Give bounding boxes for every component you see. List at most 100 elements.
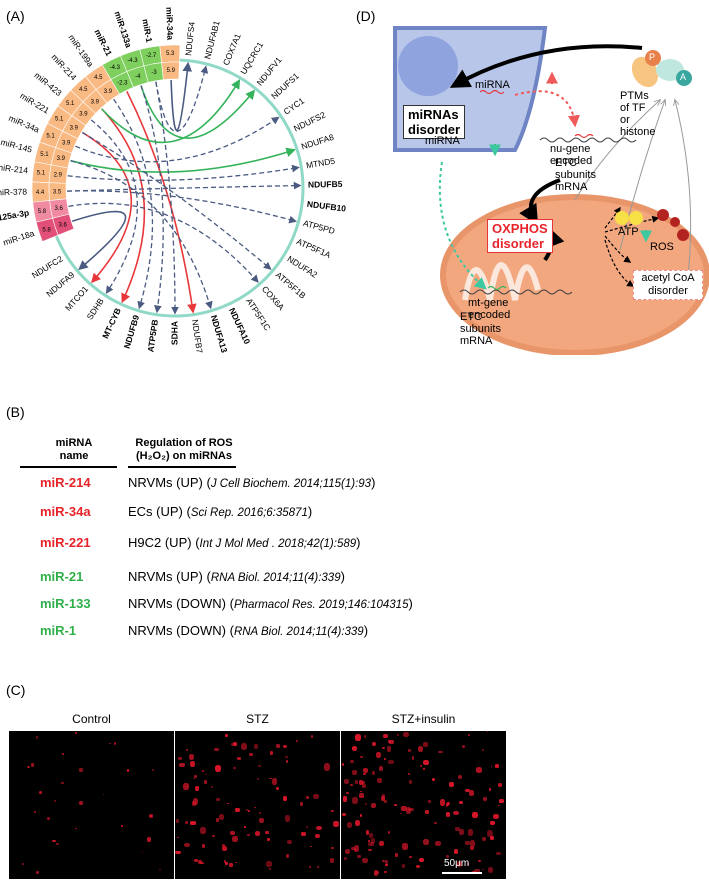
fluorescence-spot — [386, 746, 391, 752]
fluorescence-spot — [149, 814, 153, 817]
fluorescence-spot — [423, 759, 429, 766]
cell-value: -2.3 — [117, 80, 128, 86]
fluorescence-spot — [464, 841, 470, 845]
ptm-label: PTMs of TF or histone — [620, 90, 656, 138]
scale-bar-label: 50μm — [444, 858, 470, 869]
fluorescence-spot — [256, 777, 260, 781]
fluorescence-spot — [269, 777, 272, 780]
fluorescence-spot — [330, 809, 335, 813]
regulation-text: NRVMs (UP) — [128, 475, 203, 490]
chord-link — [70, 147, 296, 173]
fluorescence-spot — [467, 863, 470, 865]
ros-dot — [677, 229, 689, 241]
gene-label: NDUFS4 — [183, 21, 197, 56]
fluorescence-spot — [343, 796, 348, 802]
fluorescence-spot — [75, 732, 78, 734]
fluorescence-spot — [301, 832, 306, 836]
mirna-top-label: miRNA — [475, 79, 510, 91]
fluorescence-spot — [269, 867, 272, 871]
etc-label-1: ETC subunits mRNA — [555, 157, 596, 193]
fluorescence-spot — [372, 770, 375, 775]
nucleolus — [398, 36, 458, 96]
mirna-name: miR-21 — [40, 569, 84, 584]
mirna-label: miR-423 — [32, 70, 63, 98]
fluorescence-spot — [210, 786, 213, 789]
fluorescence-spot — [247, 809, 250, 812]
fluorescence-spot — [372, 741, 376, 747]
gene-label: ATP5F1A — [295, 236, 332, 260]
mirna-name: miR-214 — [40, 475, 91, 490]
regulation-cell: NRVMs (DOWN) (RNA Biol. 2014;11(4):339) — [128, 623, 369, 638]
fluorescence-spot — [52, 839, 56, 843]
fluorescence-spot — [283, 744, 287, 749]
fluorescence-spot — [202, 844, 206, 848]
fluorescence-spot — [481, 749, 485, 751]
chord-link — [126, 90, 197, 314]
fluorescence-spot — [468, 790, 475, 796]
gene-label: NDUFS2 — [292, 110, 327, 134]
fluorescence-spot — [237, 757, 242, 760]
fluorescence-spot — [201, 770, 205, 772]
fluorescence-spot — [368, 848, 372, 851]
fluorescence-spot — [375, 751, 381, 758]
mirna-label: miR-34a — [7, 113, 41, 135]
fluorescence-spot — [200, 861, 204, 865]
fluorescence-spot — [474, 869, 480, 873]
mirna-left-label: miRNA — [425, 135, 460, 147]
fluorescence-spot — [377, 778, 382, 783]
fluorescence-spot — [481, 837, 487, 842]
fluorescence-spot — [389, 740, 395, 744]
cell-value: 3.9 — [57, 156, 66, 162]
fluorescence-spot — [382, 859, 386, 862]
fluorescence-spot — [193, 777, 196, 780]
gene-label: NDUFA9 — [44, 269, 76, 298]
mirna-label: miR-145 — [0, 137, 34, 155]
gene-label: ATP5PD — [302, 218, 336, 236]
fluorescence-spot — [477, 860, 482, 863]
fluorescence-spot — [400, 812, 402, 815]
cell-value: -4.3 — [127, 58, 138, 64]
mirna-name: miR-221 — [40, 535, 91, 550]
fluorescence-spot — [56, 843, 59, 846]
chord-link — [67, 164, 300, 181]
fluorescence-spot — [470, 839, 476, 847]
fluorescence-spot — [300, 802, 304, 807]
fluorescence-spot — [275, 743, 280, 748]
fluorescence-spot — [79, 768, 83, 772]
gene-label: SDHB — [85, 296, 106, 322]
a-badge-text: A — [680, 72, 687, 82]
cell-value: 5.8 — [42, 228, 51, 234]
fluorescence-spot — [458, 829, 464, 835]
fluorescence-spot — [497, 804, 500, 806]
fluorescence-spot — [225, 848, 227, 850]
fluorescence-spot — [453, 810, 459, 816]
fluorescence-spot — [382, 733, 388, 739]
fluorescence-spot — [362, 780, 365, 784]
fluorescence-spot — [224, 862, 229, 865]
fluorescence-spot — [188, 754, 195, 760]
fluorescence-spot — [39, 790, 42, 795]
fluorescence-spot — [175, 818, 180, 823]
nu-to-oxphos-arrow — [519, 178, 561, 226]
chord-link — [90, 119, 138, 294]
fluorescence-spot — [27, 765, 31, 769]
fluorescence-spot — [350, 759, 355, 763]
fluorescence-spot — [267, 837, 271, 842]
fluorescence-spot — [370, 803, 377, 808]
fluorescence-spot — [458, 800, 464, 805]
fluorescence-spot — [190, 761, 195, 768]
atp-label: ATP — [618, 226, 639, 238]
gene-label: NDUFS1 — [269, 71, 301, 102]
fluorescence-spot — [311, 735, 314, 738]
ros-dot — [670, 217, 680, 227]
fluorescence-spot — [407, 773, 411, 776]
fluorescence-spot — [351, 745, 358, 751]
chord-link — [75, 116, 280, 163]
mirna-label: miR-221 — [18, 90, 51, 115]
gene-label: NDUFA10 — [227, 306, 252, 346]
fluorescence-spot — [424, 810, 430, 814]
fluorescence-spot — [351, 769, 357, 775]
mirna-inner-cell — [52, 213, 75, 236]
fluorescence-spot — [447, 801, 450, 805]
fluorescence-spot — [395, 853, 399, 857]
